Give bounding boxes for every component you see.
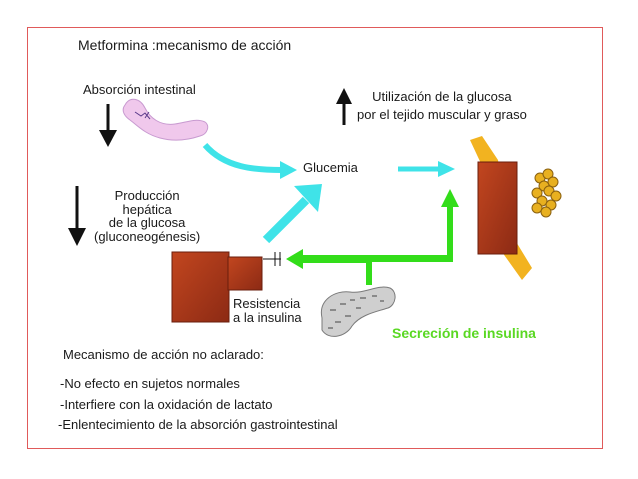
produccion-line-4: (gluconeogénesis) — [94, 228, 201, 244]
liver-to-glucemia-arrow — [262, 184, 322, 244]
intestine-icon — [122, 98, 209, 141]
utilizacion-line-2: por el tejido muscular y graso — [357, 106, 527, 122]
insulin-block-icon — [263, 252, 281, 266]
produccion-line-1: Producción — [114, 188, 180, 203]
page-title: Metformina :mecanismo de acción — [78, 37, 292, 53]
fat-cells-icon — [531, 168, 562, 218]
notes-item: -Enlentecimiento de la absorción gastroi… — [58, 417, 338, 432]
produccion-hepatica-label: Producción hepática de la glucosa (gluco… — [94, 189, 200, 244]
produccion-line-3: de la glucosa — [108, 215, 186, 231]
notes-item: -No efecto en sujetos normales — [60, 376, 240, 391]
utilizacion-line-1: Utilización de la glucosa — [372, 89, 512, 104]
absorcion-to-glucemia-arrow — [202, 142, 297, 179]
absorcion-down-arrow-icon — [99, 104, 117, 147]
resistencia-insulina-label: Resistencia a la insulina — [233, 297, 302, 324]
produccion-line-2: hepática — [122, 201, 172, 217]
utilizacion-glucosa-label: Utilización de la glucosa por el tejido … — [357, 88, 527, 123]
liver-icon — [171, 251, 263, 323]
glucemia-label: Glucemia — [303, 160, 358, 175]
glucemia-to-muscle-arrow — [398, 161, 455, 177]
resistencia-line-1: Resistencia — [233, 296, 301, 311]
produccion-down-arrow-icon — [68, 186, 86, 246]
insulin-secretion-arrows — [286, 189, 459, 285]
notes-heading: Mecanismo de acción no aclarado: — [63, 347, 264, 362]
pancreas-icon — [320, 286, 396, 337]
secrecion-insulina-label: Secreción de insulina — [392, 325, 536, 341]
utilizacion-up-arrow-icon — [336, 88, 352, 125]
resistencia-line-2: a la insulina — [233, 309, 302, 325]
absorcion-intestinal-label: Absorción intestinal — [83, 82, 196, 97]
muscle-icon — [470, 136, 532, 280]
notes-item: -Interfiere con la oxidación de lactato — [60, 397, 273, 412]
